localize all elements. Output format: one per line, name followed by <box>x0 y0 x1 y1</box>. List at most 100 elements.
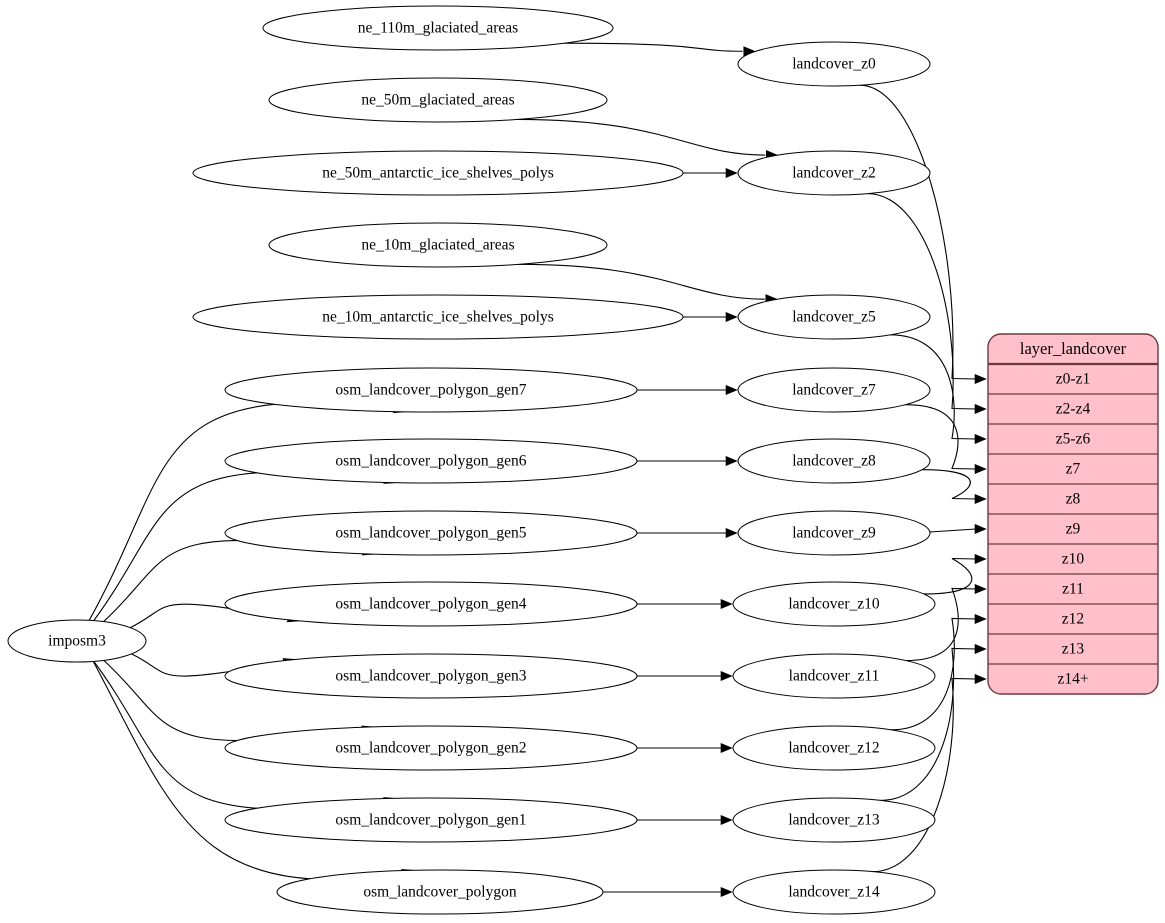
graph-node-ne_110m_glaciated_areas[interactable]: ne_110m_glaciated_areas <box>262 5 614 51</box>
graph-node-osm_landcover_polygon_gen2[interactable]: osm_landcover_polygon_gen2 <box>224 725 638 771</box>
node-ellipse[interactable] <box>224 367 638 413</box>
edge-arrowhead <box>720 814 733 826</box>
node-ellipse[interactable] <box>737 367 931 413</box>
table-row[interactable]: z12 <box>988 604 1158 634</box>
graph-node-landcover_z9[interactable]: landcover_z9 <box>737 510 931 556</box>
graph-node-ne_50m_glaciated_areas[interactable]: ne_50m_glaciated_areas <box>268 77 608 123</box>
graph-node-osm_landcover_polygon_gen6[interactable]: osm_landcover_polygon_gen6 <box>224 438 638 484</box>
node-ellipse[interactable] <box>224 725 638 771</box>
table-row[interactable]: z8 <box>988 484 1158 514</box>
node-label: landcover_z9 <box>792 525 876 542</box>
table-row[interactable]: z0-z1 <box>988 364 1158 394</box>
node-label: ne_50m_antarctic_ice_shelves_polys <box>322 165 554 182</box>
node-ellipse[interactable] <box>732 653 936 699</box>
table-row[interactable]: z5-z6 <box>988 424 1158 454</box>
node-label: landcover_z11 <box>789 668 880 685</box>
graph-node-osm_landcover_polygon_gen7[interactable]: osm_landcover_polygon_gen7 <box>224 367 638 413</box>
graph-node-ne_10m_antarctic_ice_shelves_polys[interactable]: ne_10m_antarctic_ice_shelves_polys <box>192 294 684 340</box>
graph-node-landcover_z8[interactable]: landcover_z8 <box>737 438 931 484</box>
graph-node-osm_landcover_polygon_gen1[interactable]: osm_landcover_polygon_gen1 <box>224 797 638 843</box>
node-label: osm_landcover_polygon_gen3 <box>335 668 526 685</box>
table-row-label: z13 <box>1062 641 1085 658</box>
table-row[interactable]: z9 <box>988 514 1158 544</box>
node-label: osm_landcover_polygon_gen4 <box>335 596 526 613</box>
edge-arrowhead <box>974 673 987 685</box>
graph-node-ne_50m_antarctic_ice_shelves_polys[interactable]: ne_50m_antarctic_ice_shelves_polys <box>192 150 684 196</box>
node-label: landcover_z8 <box>792 453 876 470</box>
graph-node-ne_10m_glaciated_areas[interactable]: ne_10m_glaciated_areas <box>268 222 608 268</box>
edge-landcover_z7-to-z7 <box>905 404 987 475</box>
edge-osm_landcover_polygon_gen7-to-landcover_z7 <box>637 384 738 396</box>
graph-node-landcover_z13[interactable]: landcover_z13 <box>732 797 936 843</box>
node-label: ne_50m_glaciated_areas <box>361 92 514 109</box>
edge-arrowhead <box>974 583 987 595</box>
node-ellipse[interactable] <box>268 222 608 268</box>
node-label: landcover_z0 <box>792 56 876 73</box>
node-ellipse[interactable] <box>224 581 638 627</box>
graph-node-osm_landcover_polygon_gen4[interactable]: osm_landcover_polygon_gen4 <box>224 581 638 627</box>
table-row[interactable]: z2-z4 <box>988 394 1158 424</box>
edge-line <box>890 334 977 440</box>
edge-ne_50m_antarctic_ice_shelves_polys-to-landcover_z2 <box>683 167 738 179</box>
graph-node-landcover_z12[interactable]: landcover_z12 <box>732 725 936 771</box>
node-ellipse[interactable] <box>224 653 638 699</box>
table-row[interactable]: z13 <box>988 634 1158 664</box>
node-ellipse[interactable] <box>737 294 931 340</box>
edge-landcover_z5-to-z5-z6 <box>890 334 987 445</box>
edge-line <box>518 263 765 300</box>
graph-node-landcover_z14[interactable]: landcover_z14 <box>732 869 936 915</box>
edge-line <box>905 587 977 662</box>
node-ellipse[interactable] <box>192 294 684 340</box>
node-ellipse[interactable] <box>262 5 614 51</box>
edge-line <box>564 42 743 52</box>
node-ellipse[interactable] <box>224 510 638 556</box>
node-ellipse[interactable] <box>732 797 936 843</box>
edge-landcover_z2-to-z2-z4 <box>867 193 987 415</box>
graph-node-landcover_z0[interactable]: landcover_z0 <box>737 41 931 87</box>
edge-line <box>905 404 977 470</box>
graph-node-osm_landcover_polygon_gen3[interactable]: osm_landcover_polygon_gen3 <box>224 653 638 699</box>
node-label: ne_10m_antarctic_ice_shelves_polys <box>322 309 554 326</box>
node-ellipse[interactable] <box>737 510 931 556</box>
graph-node-landcover_z11[interactable]: landcover_z11 <box>732 653 936 699</box>
edge-landcover_z8-to-z8 <box>922 469 987 505</box>
node-ellipse[interactable] <box>737 438 931 484</box>
edge-arrowhead <box>725 527 738 539</box>
table-row-label: z5-z6 <box>1056 431 1091 448</box>
graph-node-landcover_z2[interactable]: landcover_z2 <box>737 150 931 196</box>
node-ellipse[interactable] <box>224 438 638 484</box>
table-row-label: z9 <box>1066 521 1081 538</box>
graph-node-imposm3[interactable]: imposm3 <box>7 619 147 663</box>
graph-node-landcover_z7[interactable]: landcover_z7 <box>737 367 931 413</box>
node-label: landcover_z12 <box>788 740 879 757</box>
node-label: ne_10m_glaciated_areas <box>361 237 514 254</box>
edge-arrowhead <box>974 493 987 505</box>
table-row[interactable]: z11 <box>988 574 1158 604</box>
node-ellipse[interactable] <box>224 797 638 843</box>
node-label: landcover_z2 <box>792 165 876 182</box>
layer-landcover-table: layer_landcoverz0-z1z2-z4z5-z6z7z8z9z10z… <box>987 333 1159 695</box>
node-ellipse[interactable] <box>732 725 936 771</box>
node-ellipse[interactable] <box>737 150 931 196</box>
graph-node-landcover_z5[interactable]: landcover_z5 <box>737 294 931 340</box>
edge-ne_110m_glaciated_areas-to-landcover_z0 <box>564 42 756 57</box>
node-ellipse[interactable] <box>192 150 684 196</box>
graph-node-osm_landcover_polygon[interactable]: osm_landcover_polygon <box>276 869 604 915</box>
node-ellipse[interactable] <box>732 581 936 627</box>
node-ellipse[interactable] <box>737 41 931 87</box>
node-ellipse[interactable] <box>268 77 608 123</box>
table-row[interactable]: z10 <box>988 544 1158 574</box>
edge-osm_landcover_polygon_gen4-to-landcover_z10 <box>637 598 733 610</box>
node-label: landcover_z13 <box>788 812 879 829</box>
node-ellipse[interactable] <box>276 869 604 915</box>
table-row-label: z11 <box>1062 581 1084 598</box>
node-ellipse[interactable] <box>732 869 936 915</box>
edge-arrowhead <box>974 523 987 535</box>
node-ellipse[interactable] <box>7 619 147 663</box>
edge-landcover_z0-to-z0-z1 <box>859 84 987 385</box>
graph-node-landcover_z10[interactable]: landcover_z10 <box>732 581 936 627</box>
table-row[interactable]: z7 <box>988 454 1158 484</box>
graph-node-osm_landcover_polygon_gen5[interactable]: osm_landcover_polygon_gen5 <box>224 510 638 556</box>
table-row[interactable]: z14+ <box>988 664 1158 694</box>
nodes-layer: imposm3 ne_110m_glaciated_areas ne_50m_gla… <box>7 5 936 915</box>
